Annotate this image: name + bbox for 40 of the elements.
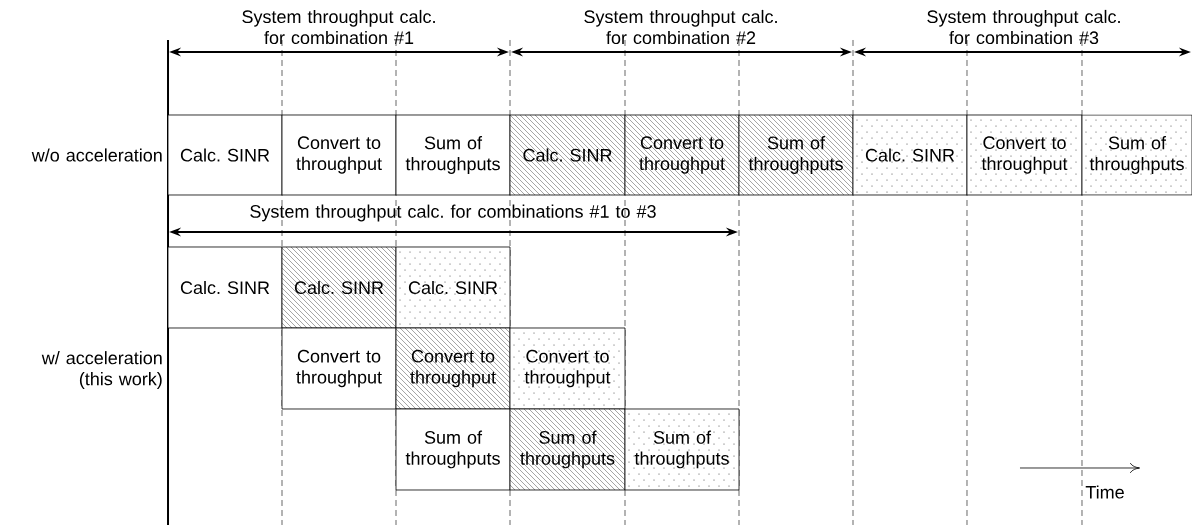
node-label: Calc. SINR [180,148,270,162]
task-box: Calc. SINR [395,246,511,329]
node-label: Sum of throughputs [405,136,500,174]
task-box: Convert to throughput [624,114,740,196]
task-box: Calc. SINR [509,114,626,196]
task-box: Sum of throughputs [738,114,854,196]
task-box: Convert to throughput [966,114,1083,196]
node-label: Sum of throughputs [748,136,843,174]
task-box: Calc. SINR [167,114,283,196]
task-box: Convert to throughput [509,327,626,410]
task-box: Calc. SINR [281,246,397,329]
node-label: Convert to throughput [639,136,725,174]
header-text: System throughput calc. for combinations #1 to #3 [250,204,656,222]
node-label: Calc. SINR [523,148,612,162]
time-label: Time [1085,485,1124,499]
task-box: Sum of throughputs [1081,114,1192,196]
node-label: Calc. SINR [865,148,955,162]
task-box: Sum of throughputs [624,408,740,491]
node-label: Convert to throughput [410,349,496,388]
task-box: Sum of throughputs [395,408,511,491]
header-text: System throughput calc. for combination #3 [927,9,1120,45]
node-label: Calc. SINR [180,280,270,295]
task-box: Convert to throughput [281,327,397,410]
node-label: Convert to throughput [524,349,611,388]
task-box: Calc. SINR [852,114,968,196]
task-box: Sum of throughputs [509,408,626,491]
node-label: Sum of throughputs [520,430,615,469]
node-label: Convert to throughput [981,136,1068,174]
row-label: w/ acceleration (this work) [41,351,162,389]
node-label: Convert to throughput [296,349,382,388]
node-label: Calc. SINR [408,280,498,295]
header-text: System throughput calc. for combination #1 [242,9,435,45]
header-text: System throughput calc. for combination #2 [584,9,777,45]
task-box: Convert to throughput [281,114,397,196]
task-box: Sum of throughputs [395,114,511,196]
task-box: Convert to throughput [395,327,511,410]
task-box: Calc. SINR [167,246,283,329]
node-label: Convert to throughput [296,136,382,174]
node-label: Sum of throughputs [405,430,500,469]
node-label: Calc. SINR [294,280,384,295]
